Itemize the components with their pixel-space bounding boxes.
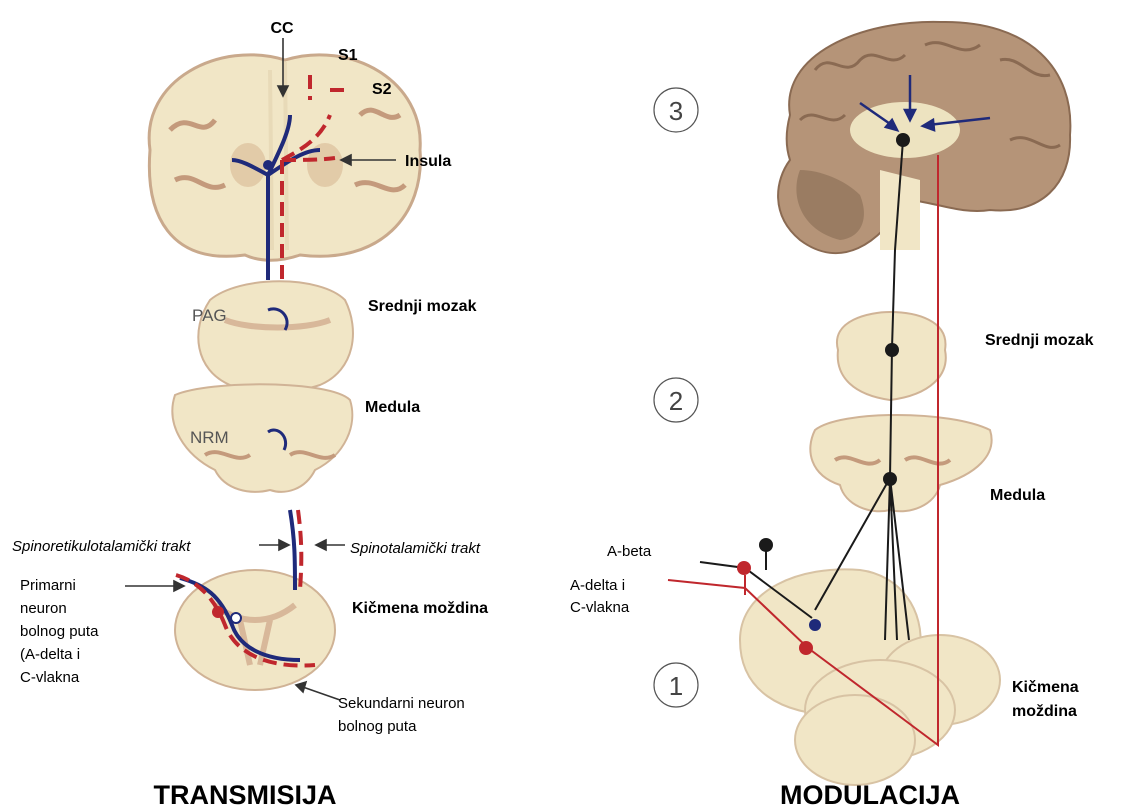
svg-text:C-vlakna: C-vlakna [20, 669, 80, 686]
svg-text:Primarni: Primarni [20, 577, 76, 594]
label-pag: PAG [192, 306, 227, 325]
label-midbrain-right: Srednji mozak [985, 332, 1094, 349]
label-midbrain-left: Srednji mozak [368, 298, 477, 315]
medulla-section-right [810, 415, 991, 511]
label-primary-neuron: Primarni neuron bolnog puta (A-delta i C… [20, 577, 99, 686]
a-beta-neuron-dot [759, 538, 773, 552]
label-cc: CC [270, 20, 294, 37]
title-transmission: TRANSMISIJA [153, 780, 336, 810]
label-spinal-cord-left: Kičmena moždina [352, 600, 488, 617]
secondary-neuron-dot [231, 613, 241, 623]
label-s1: S1 [338, 47, 358, 64]
step-1-number: 1 [669, 671, 683, 701]
svg-text:C-vlakna: C-vlakna [570, 599, 630, 616]
svg-text:Sekundarni neuron: Sekundarni neuron [338, 695, 465, 712]
spinal-projection-neuron-dot [799, 641, 813, 655]
pag-neuron-dot [896, 133, 910, 147]
title-modulation: MODULACIJA [780, 780, 960, 810]
midbrain-section [198, 281, 353, 392]
label-spinothalamic: Spinotalamički trakt [350, 540, 481, 557]
primary-neuron-dot [212, 606, 224, 618]
spinal-cord-stack-right [740, 569, 1000, 785]
label-nrm: NRM [190, 428, 229, 447]
modulation-panel: 3 2 1 Srednji mozak Medula A-beta A-delt… [570, 22, 1094, 810]
medulla-neuron-dot [883, 472, 897, 486]
label-a-delta: A-delta i C-vlakna [570, 577, 630, 616]
interneuron-dot [809, 619, 821, 631]
svg-text:(A-delta i: (A-delta i [20, 646, 80, 663]
a-delta-neuron-dot [737, 561, 751, 575]
label-medulla-right: Medula [990, 487, 1045, 504]
step-2-marker: 2 [654, 378, 698, 422]
sagittal-brain [778, 22, 1070, 253]
step-3-number: 3 [669, 96, 683, 126]
transmission-panel: CC S1 S2 Insula PAG Srednji mozak Medula… [12, 20, 488, 810]
svg-text:moždina: moždina [1012, 703, 1077, 720]
svg-text:Kičmena: Kičmena [1012, 679, 1079, 696]
blue-thalamic-neuron [263, 160, 273, 170]
step-2-number: 2 [669, 386, 683, 416]
step-1-marker: 1 [654, 663, 698, 707]
svg-text:A-delta i: A-delta i [570, 577, 625, 594]
label-spinal-cord-right: Kičmena moždina [1012, 679, 1079, 720]
label-spinoreticulothalamic: Spinoretikulotalamički trakt [12, 538, 191, 555]
label-insula: Insula [405, 153, 451, 170]
svg-text:bolnog puta: bolnog puta [338, 718, 417, 735]
step-3-marker: 3 [654, 88, 698, 132]
label-secondary-neuron: Sekundarni neuron bolnog puta [338, 695, 465, 735]
svg-text:bolnog puta: bolnog puta [20, 623, 99, 640]
label-a-beta: A-beta [607, 543, 652, 560]
label-medulla-left: Medula [365, 399, 420, 416]
midbrain-neuron-dot [885, 343, 899, 357]
svg-text:neuron: neuron [20, 600, 67, 617]
label-s2: S2 [372, 81, 392, 98]
